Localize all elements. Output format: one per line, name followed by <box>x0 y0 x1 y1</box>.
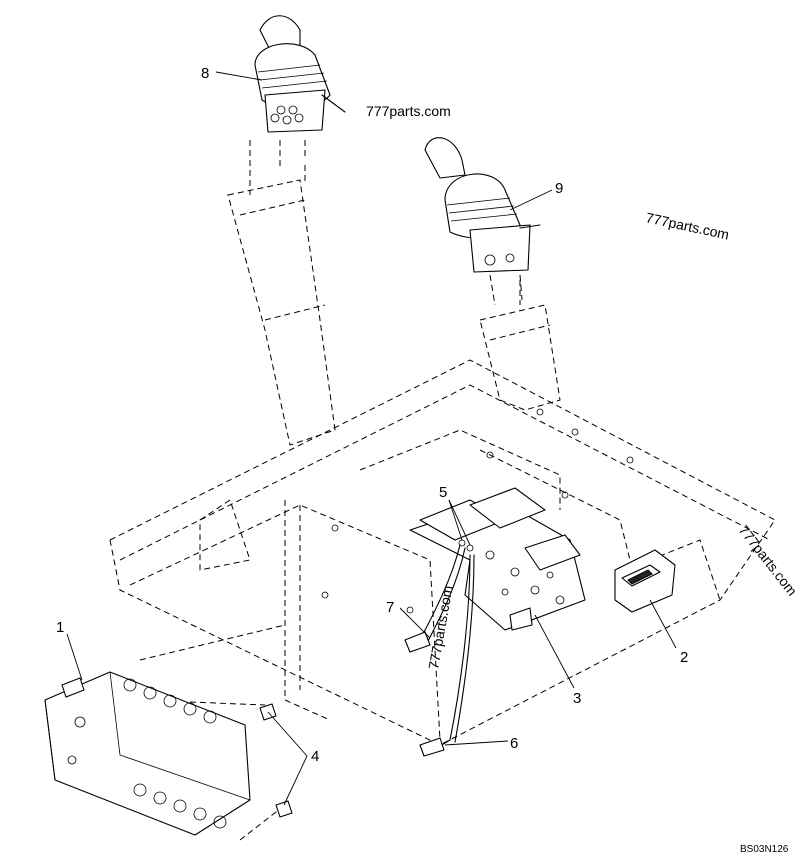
callout-labels: 1 2 3 4 5 6 7 8 9 <box>56 65 688 765</box>
joystick-right <box>424 137 541 273</box>
callout-9: 9 <box>555 180 563 197</box>
joystick-left <box>254 15 346 133</box>
callout-6: 6 <box>510 735 518 752</box>
control-valve-part-1 <box>44 671 251 836</box>
switch-part-2 <box>614 549 676 613</box>
watermark-2: 777parts.com <box>644 209 730 242</box>
valve-block-part-3 <box>409 487 586 631</box>
callout-4: 4 <box>311 748 319 765</box>
right-column <box>479 280 561 411</box>
watermark-4: 777parts.com <box>425 584 455 670</box>
left-column <box>227 165 336 446</box>
callout-3: 3 <box>573 690 581 707</box>
callout-8: 8 <box>201 65 209 82</box>
frame-platform <box>109 359 776 746</box>
callout-1: 1 <box>56 619 64 636</box>
watermark-3: 777parts.com <box>736 522 800 599</box>
reference-code: BS03N126 <box>740 844 789 855</box>
watermark-1: 777parts.com <box>366 103 451 119</box>
callout-7: 7 <box>386 599 394 616</box>
callout-2: 2 <box>680 649 688 666</box>
callout-5: 5 <box>439 484 447 501</box>
leader-lines <box>66 71 677 806</box>
